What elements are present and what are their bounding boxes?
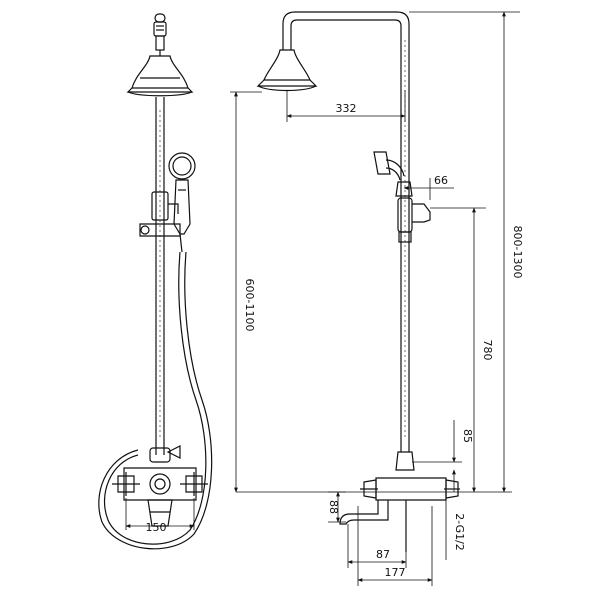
dim-inlet-thread: 2-G1/2 xyxy=(453,513,466,551)
dim-valve-depth: 177 xyxy=(385,566,406,579)
side-hand-shower xyxy=(373,151,413,197)
front-riser-rail xyxy=(155,97,165,455)
dim-head-reach: 332 xyxy=(336,102,357,115)
side-slider xyxy=(397,197,431,243)
dim-rail-height: 600-1100 xyxy=(243,279,256,332)
dim-valve-to-diverter: 85 xyxy=(461,429,474,443)
side-overhead-arm xyxy=(282,11,410,452)
side-shower-head xyxy=(256,49,318,92)
dimension-lines xyxy=(125,11,520,586)
dim-spout-height: 88 xyxy=(327,500,340,514)
front-hand-shower xyxy=(168,152,196,253)
dimension-labels: 332 66 800-1300 600-1100 780 85 88 2-G1/… xyxy=(146,102,525,579)
side-view xyxy=(256,11,460,552)
front-finial xyxy=(153,13,167,56)
dim-overall-height: 800-1300 xyxy=(511,226,524,279)
front-view xyxy=(98,13,213,550)
front-hose xyxy=(98,251,213,550)
dim-holder-offset: 66 xyxy=(434,174,448,187)
dim-inlet-centers: 150 xyxy=(146,521,167,534)
dim-spout-reach: 87 xyxy=(376,548,390,561)
front-shower-head xyxy=(126,55,194,97)
dim-valve-to-holder: 780 xyxy=(481,340,494,361)
